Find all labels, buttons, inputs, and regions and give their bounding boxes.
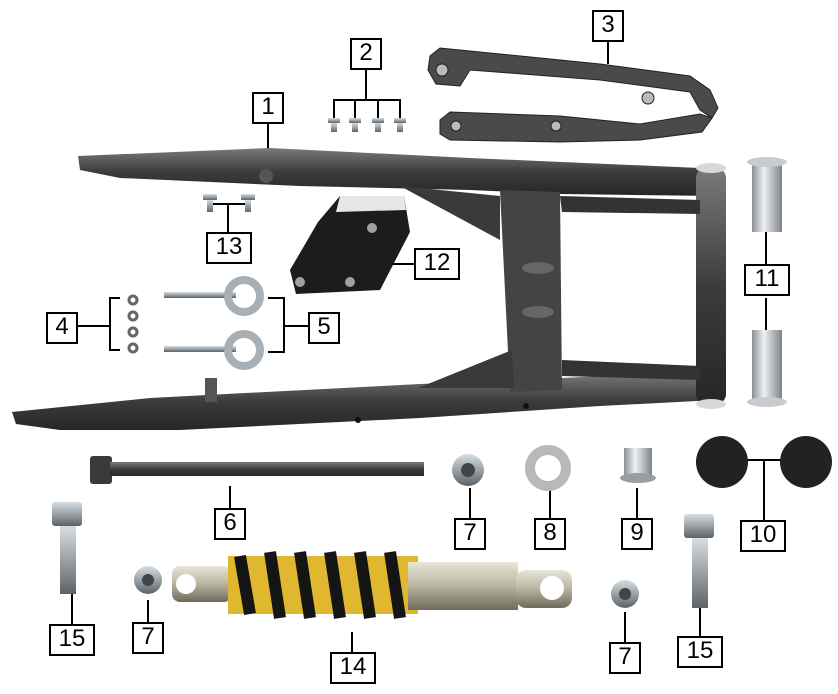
adjuster-nuts [127,294,139,354]
shock-bolts [52,502,714,608]
slider-bolts [328,118,406,132]
callout-10: 10 [740,520,786,552]
callout-13: 13 [206,232,252,264]
shock-absorber [172,551,572,619]
pivot-shaft [90,456,424,484]
lock-nut [134,454,639,608]
callout-7-b: 7 [132,622,164,654]
callout-3: 3 [592,10,624,42]
end-caps [696,436,832,488]
callout-1: 1 [252,92,284,124]
chain-guard-plate [290,196,410,294]
callout-7-a: 7 [454,518,486,550]
callout-6: 6 [214,508,246,540]
guard-bolts [203,194,255,212]
pivot-bushings [747,157,787,407]
callout-7-c: 7 [609,642,641,674]
swingarm [12,148,726,430]
callout-12: 12 [414,248,460,280]
callout-9: 9 [621,518,653,550]
chain-adjusters [164,276,264,370]
washer [525,445,571,491]
callout-4: 4 [46,312,78,344]
callout-14: 14 [330,652,376,684]
callout-15-b: 15 [677,636,723,668]
callout-11: 11 [744,264,790,296]
callout-5: 5 [308,312,340,344]
leader-lines [71,42,788,652]
callout-2: 2 [350,38,382,70]
callout-8: 8 [534,518,566,550]
chain-slider [427,47,719,143]
collar [620,448,656,483]
callout-15-a: 15 [49,624,95,656]
